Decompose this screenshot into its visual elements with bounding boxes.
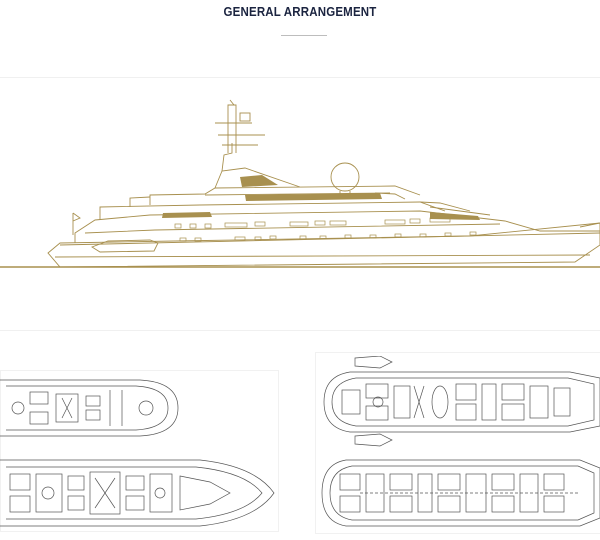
- page-title: GENERAL ARRANGEMENT: [223, 5, 377, 19]
- upper-deck-plan-drawing: [0, 459, 275, 527]
- lower-deck-plan: [320, 456, 600, 530]
- yacht-profile-drawing: [0, 99, 600, 268]
- main-deck-plan-drawing: [323, 356, 600, 447]
- section-divider-top: [0, 77, 600, 78]
- section-divider-mid: [0, 330, 600, 331]
- main-deck-plan: [320, 356, 600, 448]
- lower-deck-plan-drawing: [321, 459, 600, 527]
- upper-deck-plan: [0, 456, 277, 530]
- title-divider: [281, 35, 327, 36]
- sun-deck-plan-drawing: [0, 379, 179, 437]
- yacht-side-profile: [0, 95, 600, 280]
- plan-frame-right: [315, 352, 600, 534]
- sun-deck-plan: [0, 376, 180, 440]
- plan-frame-left: [0, 370, 279, 532]
